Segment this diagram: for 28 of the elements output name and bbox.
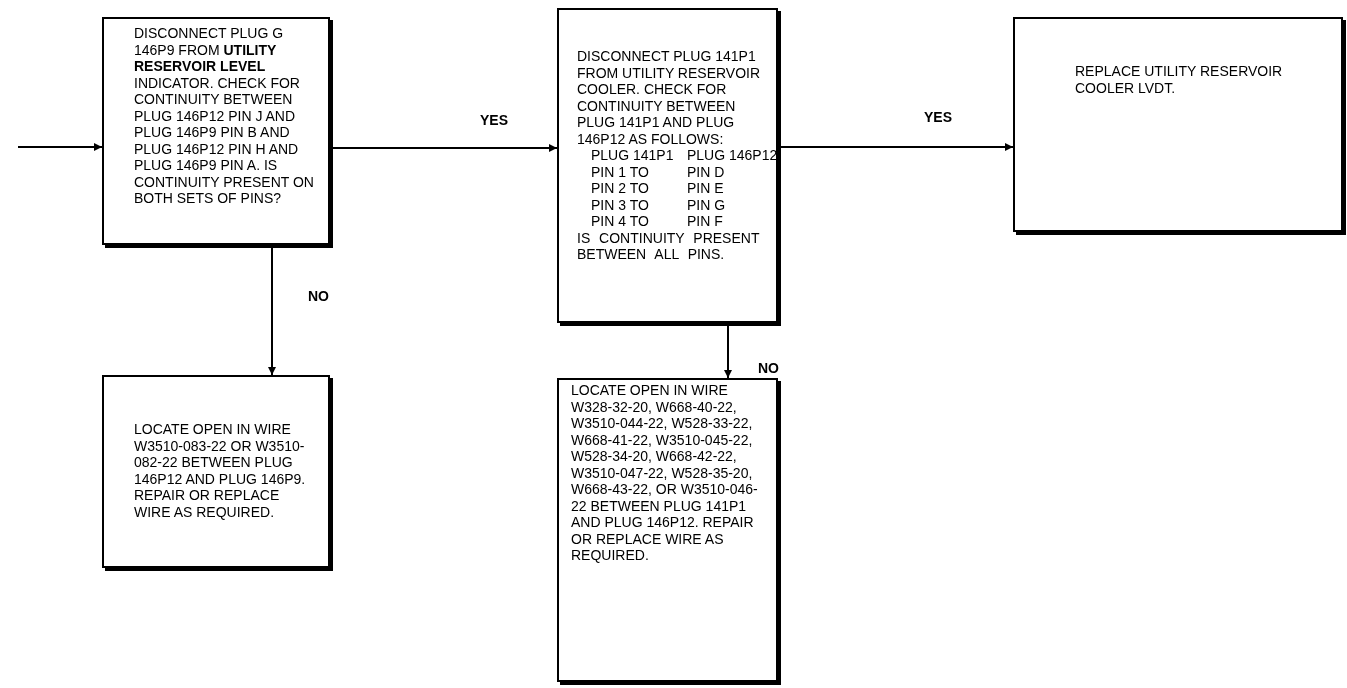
arrow (17, 143, 103, 151)
process-box (102, 17, 330, 245)
table-cell-text: PIN 2 TO (591, 180, 650, 197)
arrow (724, 325, 732, 379)
table-cell-text: PIN F (687, 213, 724, 230)
instruction-text: DISCONNECT PLUG 141P1 FROM UTILITY RESERVOIR COOLER. CHECK FOR CONTINUITY BETWEEN PLUG 141P1 AND PLUG 146P12 AS FOLLOWS: (577, 48, 762, 147)
table-cell-text: PIN 1 TO (591, 163, 650, 180)
edge-label: NO (306, 288, 331, 304)
table-cell-text: PIN 3 TO (591, 196, 650, 213)
table-header: PLUG 146P12 (687, 147, 779, 164)
process-box (102, 375, 330, 568)
process-box (557, 378, 778, 682)
table-cell-text: PIN D (687, 163, 726, 180)
edge-label: YES (478, 112, 510, 128)
process-box (1013, 17, 1343, 232)
edge-label: NO (756, 360, 781, 376)
table-cell-text: PIN 4 TO (591, 213, 650, 230)
table-header: PLUG 141P1 (591, 147, 675, 164)
table-cell-text: PIN G (687, 196, 727, 213)
question-text: IS CONTINUITY PRESENT BETWEEN ALL PINS. (577, 229, 761, 263)
instruction-text: LOCATE OPEN IN WIRE W3510-083-22 OR W3510-082-22 BETWEEN PLUG 146P12 AND PLUG 146P9. REPAIR OR REPLACE WIRE AS REQUIRED. (134, 421, 307, 520)
instruction-text: DISCONNECT PLUG G 146P9 FROM UTILITY RESERVOIR LEVEL INDICATOR. CHECK FOR CONTINUITY BETWEEN PLUG 146P12 PIN J AND PLUG 146P9 PIN B AND PLUG 146P12 PIN H AND PLUG 146P9 PIN A. IS CONTINUITY PRESENT ON BOTH SETS OF PINS? (134, 25, 315, 207)
instruction-text: LOCATE OPEN IN WIRE W328-32-20, W668-40-22, W3510-044-22, W528-33-22, W668-41-22, W3510-045-22, W528-34-20, W668-42-22, W3510-047-22, W528-35-20, W668-43-22, OR W3510-046-22 BETWEEN PLUG 141P1 AND PLUG 146P12. REPAIR OR REPLACE WIRE AS REQUIRED. (571, 382, 759, 564)
instruction-text: REPLACE UTILITY RESERVOIR COOLER LVDT. (1075, 63, 1284, 96)
arrow (268, 247, 276, 376)
edge-label: YES (922, 109, 954, 125)
table-cell-text: PIN E (687, 180, 725, 197)
process-box (557, 8, 778, 323)
